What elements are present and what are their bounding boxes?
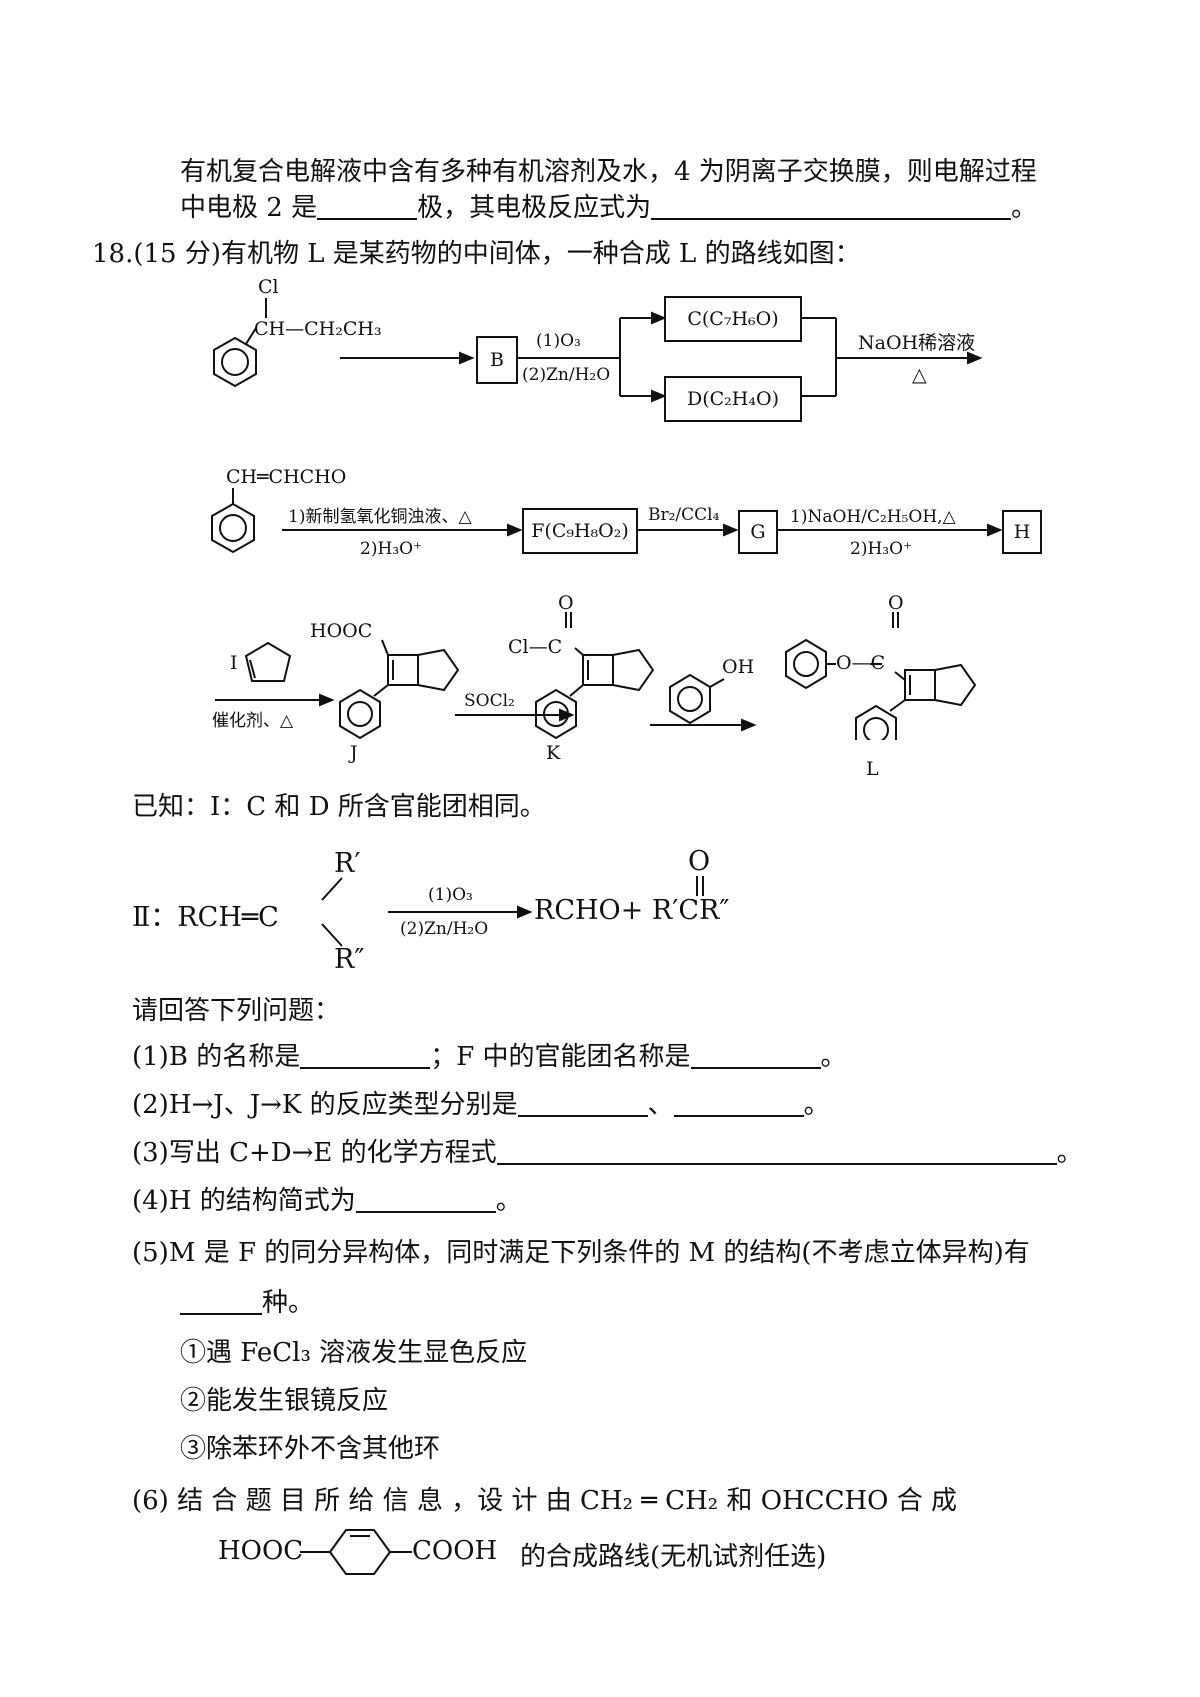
text-line-1: 有机复合电解液中含有多种有机溶剂及水，4 为阴离子交换膜，则电解过程 [180, 157, 1037, 187]
reagent-h3o: 2)H₃O⁺ [360, 539, 422, 559]
reagent-o3-known: (1)O₃ [428, 885, 473, 905]
answer-blank[interactable] [496, 1137, 1057, 1165]
known-1: 已知：Ⅰ：C 和 D 所含官能团相同。 [132, 792, 546, 822]
known-2-products: RCHO+ R′CR″ [534, 895, 730, 926]
question-6: (6) 结 合 题 目 所 给 信 息 ，设 计 由 CH₂ ═ CH₂ 和 O… [132, 1486, 957, 1516]
cyclopentene-ring [244, 641, 292, 682]
label-o-l: O [888, 592, 904, 614]
answer-blank[interactable] [355, 1185, 496, 1213]
reagent-o3: (1)O₃ [536, 331, 581, 351]
question-3: (3)写出 C+D→E 的化学方程式。 [132, 1137, 1083, 1168]
label-k: K [546, 742, 561, 764]
label-j: J [350, 742, 358, 764]
question-header: 18.(15 分)有机物 L 是某药物的中间体，一种合成 L 的路线如图： [92, 239, 861, 269]
label-hooc-target: HOOC [218, 1536, 304, 1566]
label-o-k: O [558, 592, 574, 614]
question-1: (1)B 的名称是；F 中的官能团名称是。 [132, 1041, 847, 1072]
answer-blank[interactable] [517, 1089, 648, 1117]
known-reaction-drawing [321, 876, 704, 947]
box-c: C(C₇H₆O) [664, 296, 802, 342]
reagent-socl2: SOCl₂ [464, 691, 515, 711]
reagent-naoh-dilute: NaOH稀溶液 [858, 332, 976, 354]
label-cl-c: Cl—C [508, 636, 563, 658]
question-4: (4)H 的结构简式为。 [132, 1185, 522, 1216]
text-line-2: 中电极 2 是极，其电极反应式为。 [180, 192, 1038, 223]
reagent-zn-h2o: (2)Zn/H₂O [522, 365, 611, 385]
question-2: (2)H→J、J→K 的反应类型分别是、。 [132, 1089, 830, 1120]
label-delta: △ [912, 364, 927, 386]
condition-3: ③除苯环外不含其他环 [180, 1434, 441, 1464]
chain-cinnamaldehyde: CH═CHCHO [226, 466, 347, 488]
label-cooh-target: COOH [412, 1536, 498, 1566]
benzene-ring [855, 704, 897, 740]
answer-blank[interactable] [180, 1287, 262, 1315]
reagent-zn-known: (2)Zn/H₂O [400, 919, 489, 939]
label-o-ester: O—C [836, 652, 886, 674]
label-o-ketone: O [688, 846, 711, 877]
benzene-ring [535, 688, 577, 740]
box-f: F(C₉H₈O₂) [522, 508, 638, 554]
question-6-tail: 的合成路线(无机试剂任选) [520, 1542, 827, 1572]
label-i: I [230, 652, 238, 674]
label-r-prime: R′ [334, 848, 361, 879]
box-d: D(C₂H₄O) [664, 376, 802, 422]
label-l: L [866, 758, 879, 780]
reagent-br2: Br₂/CCl₄ [648, 505, 720, 525]
question-5: (5)M 是 F 的同分异构体，同时满足下列条件的 M 的结构(不考虑立体异构)… [132, 1238, 1030, 1268]
answer-blank[interactable] [317, 192, 418, 220]
benzene-ring [785, 638, 827, 690]
answer-blank[interactable] [673, 1089, 804, 1117]
box-b: B [476, 336, 518, 384]
label-r-double-prime: R″ [334, 944, 365, 975]
answer-blank[interactable] [300, 1041, 431, 1069]
synthesis-scheme [211, 298, 1003, 740]
reagent-naoh-ethanol: 1)NaOH/C₂H₅OH,△ [790, 507, 956, 527]
label-cl: Cl [258, 276, 279, 298]
reagent-h3o-2: 2)H₃O⁺ [850, 539, 912, 559]
box-g: G [738, 510, 778, 554]
questions-intro: 请回答下列问题： [132, 996, 341, 1026]
label-oh: OH [722, 656, 755, 678]
benzene-ring [211, 502, 255, 554]
chain-ch-ch2ch3: CH—CH₂CH₃ [254, 318, 382, 340]
known-2-reactant: Ⅱ：RCH═C [132, 902, 279, 933]
answer-blank[interactable] [690, 1041, 821, 1069]
benzene-ring [213, 336, 257, 388]
benzene-ring [339, 688, 381, 740]
answer-blank[interactable] [651, 192, 1012, 220]
label-hooc: HOOC [310, 620, 373, 642]
reagent-catalyst: 催化剂、△ [212, 711, 294, 731]
box-h: H [1002, 510, 1042, 554]
question-5-blank: 种。 [180, 1286, 314, 1320]
reagent-cu-oh: 1)新制氢氧化铜浊液、△ [288, 507, 472, 527]
condition-1: ①遇 FeCl₃ 溶液发生显色反应 [180, 1338, 528, 1368]
condition-2: ②能发生银镜反应 [180, 1386, 389, 1416]
